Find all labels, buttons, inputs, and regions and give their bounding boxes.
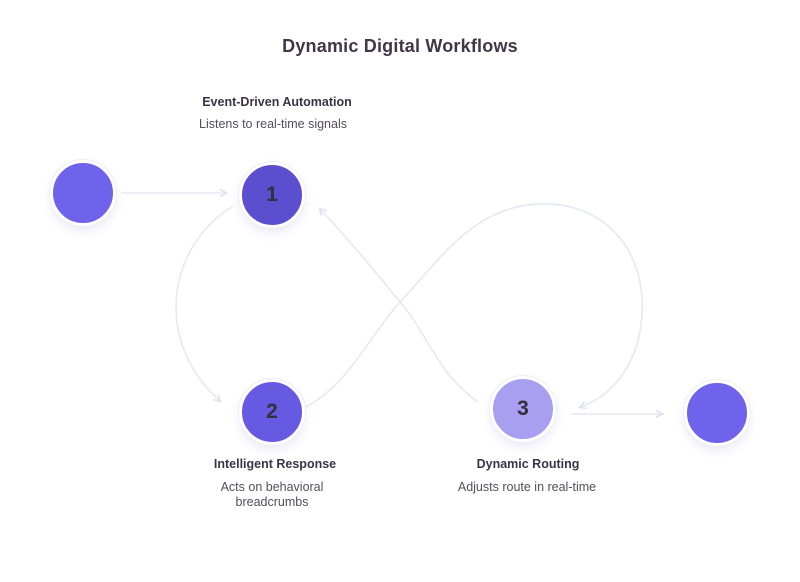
node2-label: Intelligent Response [213,457,337,471]
end-terminal-circle [684,380,750,446]
node3-description: Adjusts route in real-time [457,480,597,494]
node3-label: Dynamic Routing [476,457,580,471]
node2-description: Acts on behavioral breadcrumbs [220,480,324,510]
connector-node2-to-node3 [305,202,643,410]
node2-number: 2 [266,400,278,423]
connector-node1-to-node2 [175,205,234,403]
node2-circle: 2 [239,379,305,445]
page-title: Dynamic Digital Workflows [282,36,518,56]
node1-number: 1 [266,183,278,206]
node1-description: Listens to real-time signals [199,117,347,131]
node1-label: Event-Driven Automation [202,95,352,109]
node3-number: 3 [517,397,529,420]
node1-circle: 1 [239,162,305,228]
start-terminal-circle [50,160,116,226]
node3-circle: 3 [490,376,556,442]
connector-node3-to-node1 [318,207,479,403]
